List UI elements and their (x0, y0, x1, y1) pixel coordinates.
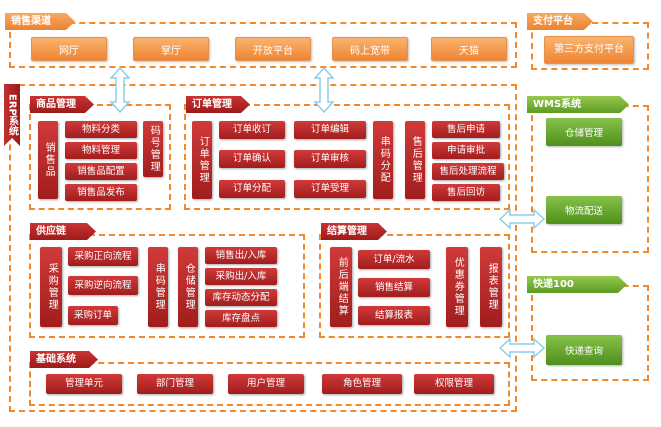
base-dept-mgmt[interactable]: 部门管理 (137, 374, 213, 394)
settlement-front-back[interactable]: 前后端结算 (330, 247, 352, 327)
settlement-order-flow[interactable]: 订单/流水 (358, 250, 430, 269)
order-serial-assign[interactable]: 串码分配 (373, 121, 393, 199)
settlement-coupon-mgmt[interactable]: 优惠券管理 (446, 247, 468, 327)
aftersale-process[interactable]: 售后处理流程 (432, 163, 504, 180)
third-party-payment[interactable]: 第三方支付平台 (544, 36, 634, 64)
express-title: 快递100 (527, 276, 627, 293)
order-item-edit[interactable]: 订单编辑 (294, 121, 366, 139)
channel-broadband[interactable]: 码上宽带 (332, 37, 408, 61)
express-query[interactable]: 快递查询 (546, 335, 622, 365)
settlement-report-mgmt[interactable]: 报表管理 (480, 247, 502, 327)
erp-label: ERP系统 (4, 84, 20, 146)
product-item-publish[interactable]: 销售品发布 (65, 184, 137, 201)
order-item-assign[interactable]: 订单分配 (219, 180, 285, 198)
purchase-reverse[interactable]: 采购逆向流程 (68, 276, 138, 295)
supply-chain-title: 供应链 (30, 223, 96, 240)
arrow-channel-product (109, 66, 131, 114)
arrow-base-express (498, 337, 546, 359)
warehouse-sales-inout[interactable]: 销售出/入库 (205, 247, 277, 264)
order-mgmt-frame (184, 104, 510, 210)
channel-tmall[interactable]: 天猫 (431, 37, 507, 61)
base-system-frame (29, 362, 510, 406)
wms-warehouse-mgmt[interactable]: 仓储管理 (546, 118, 622, 146)
order-mgmt-title: 订单管理 (186, 96, 250, 113)
base-mgmt-unit[interactable]: 管理单元 (46, 374, 122, 394)
warehouse-stocktake[interactable]: 库存盘点 (205, 310, 277, 327)
supply-purchase-mgmt[interactable]: 采购管理 (40, 247, 62, 327)
product-number-mgmt[interactable]: 码号管理 (143, 121, 163, 177)
order-item-confirm[interactable]: 订单确认 (219, 150, 285, 168)
aftersale-visit[interactable]: 售后回访 (432, 184, 500, 201)
supply-warehouse-mgmt[interactable]: 仓储管理 (178, 247, 198, 327)
supply-serial-mgmt[interactable]: 串码管理 (148, 247, 168, 327)
settlement-title: 结算管理 (321, 223, 387, 240)
channel-open-platform[interactable]: 开放平台 (235, 37, 311, 61)
express-frame (531, 285, 649, 381)
wms-title: WMS系统 (527, 96, 629, 113)
supply-chain-frame (29, 234, 305, 338)
product-mgmt-frame (29, 104, 171, 210)
wms-logistics[interactable]: 物流配送 (546, 196, 622, 224)
base-user-mgmt[interactable]: 用户管理 (228, 374, 304, 394)
channel-zhangting[interactable]: 掌厅 (133, 37, 209, 61)
settlement-report[interactable]: 结算报表 (358, 306, 430, 325)
aftersale-apply[interactable]: 售后申请 (432, 121, 500, 138)
product-item-config[interactable]: 销售品配置 (65, 163, 137, 180)
product-item-material-category[interactable]: 物料分类 (65, 121, 137, 138)
order-item-receive[interactable]: 订单收订 (219, 121, 285, 139)
sales-channel-frame (9, 22, 517, 68)
purchase-forward[interactable]: 采购正向流程 (68, 247, 138, 266)
erp-frame (9, 84, 517, 412)
order-item-review[interactable]: 订单审核 (294, 150, 366, 168)
base-permission-mgmt[interactable]: 权限管理 (414, 374, 494, 394)
warehouse-purchase-inout[interactable]: 采购出/入库 (205, 268, 277, 285)
order-mgmt-left[interactable]: 订单管理 (192, 121, 212, 199)
order-item-accept[interactable]: 订单受理 (294, 180, 366, 198)
warehouse-stock-allocate[interactable]: 库存动态分配 (205, 289, 277, 306)
product-item-material-mgmt[interactable]: 物料管理 (65, 142, 137, 159)
settlement-frame (319, 234, 510, 338)
settlement-sales[interactable]: 销售结算 (358, 278, 430, 297)
sales-channel-title: 销售渠道 (5, 13, 75, 30)
arrow-settlement-wms (498, 208, 546, 230)
purchase-order[interactable]: 采购订单 (68, 306, 118, 325)
base-system-title: 基础系统 (30, 351, 98, 368)
base-role-mgmt[interactable]: 角色管理 (322, 374, 402, 394)
channel-wangting[interactable]: 网厅 (31, 37, 107, 61)
payment-title: 支付平台 (527, 13, 593, 30)
arrow-channel-order (313, 66, 335, 114)
product-sales-item[interactable]: 销售品 (38, 121, 58, 199)
aftersale-approve[interactable]: 申请审批 (432, 142, 500, 159)
order-aftersale-mgmt[interactable]: 售后管理 (405, 121, 425, 199)
product-mgmt-title: 商品管理 (30, 96, 94, 113)
